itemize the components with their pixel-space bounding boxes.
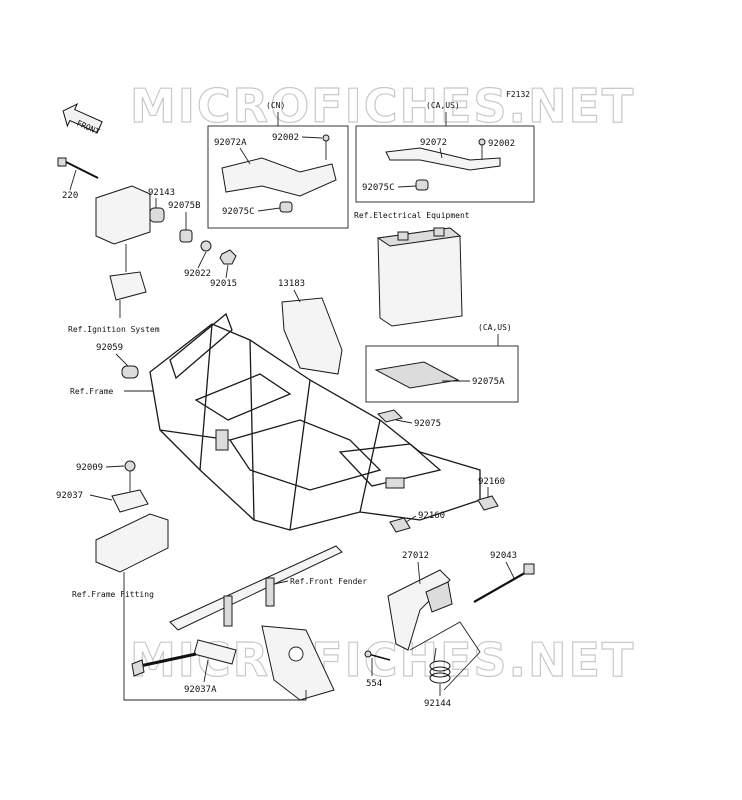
- pin-554-shape: [364, 650, 372, 658]
- damper-92075C-cn-shape: [279, 201, 293, 213]
- damper-92075-shape: [377, 409, 403, 423]
- ref-front-fender: Ref.Front Fender: [290, 577, 367, 586]
- label-92037A: 92037A: [184, 685, 217, 695]
- bracket-92072A-shape: [221, 157, 337, 197]
- variant-cn-label: (CN): [266, 101, 285, 110]
- label-92075A: 92075A: [472, 377, 505, 387]
- washer-92022-shape: [200, 240, 212, 252]
- pad-92075A-shape: [374, 361, 460, 389]
- label-92072A: 92072A: [214, 138, 247, 148]
- label-92002-us: 92002: [488, 139, 515, 149]
- cap-92059-shape: [121, 365, 139, 379]
- label-92002-cn: 92002: [272, 133, 299, 143]
- label-92072: 92072: [420, 138, 447, 148]
- bolt-92043-shape: [523, 563, 535, 575]
- damper-92075C-us-shape: [415, 179, 429, 191]
- label-92075C-us: 92075C: [362, 183, 395, 193]
- spring-92144-shape: [429, 647, 451, 684]
- bolt-92002-us-shape: [478, 138, 486, 146]
- ref-frame: Ref.Frame: [70, 387, 114, 396]
- ref-ignition-system: Ref.Ignition System: [68, 325, 160, 334]
- label-220: 220: [62, 191, 78, 201]
- damper-92143-shape: [149, 207, 165, 223]
- ref-frame-fitting: Ref.Frame Fitting: [72, 590, 154, 599]
- label-92043: 92043: [490, 551, 517, 561]
- frame-shape: [149, 312, 481, 531]
- bracket-92072-shape: [385, 147, 501, 171]
- label-92037: 92037: [56, 491, 83, 501]
- label-92009: 92009: [76, 463, 103, 473]
- diagram-code: F2132: [506, 90, 530, 99]
- watermark-top: MICROFICHES.NET: [130, 79, 635, 133]
- cn-bracket-box: [207, 125, 349, 229]
- label-92075: 92075: [414, 419, 441, 429]
- label-92143: 92143: [148, 188, 175, 198]
- bolt-92002-cn-shape: [322, 134, 330, 142]
- label-92015: 92015: [210, 279, 237, 289]
- frame-fitting-bracket-shape: [95, 513, 169, 573]
- label-92075B: 92075B: [168, 201, 201, 211]
- label-27012: 27012: [402, 551, 429, 561]
- bolt-long-shape: [131, 659, 145, 677]
- label-92160-right: 92160: [478, 477, 505, 487]
- ref-electrical-equipment: Ref.Electrical Equipment: [354, 211, 470, 220]
- variant-ca-us-battery-label: (CA,US): [478, 323, 512, 332]
- ignition-connector-shape: [109, 271, 147, 301]
- strap-92037A-shape: [193, 639, 237, 665]
- clamp-92037-shape: [111, 489, 149, 513]
- ca-us-bracket-box: [355, 125, 535, 203]
- label-92160-lower: 92160: [418, 511, 445, 521]
- plate-shape: [261, 625, 335, 701]
- guard-13183-shape: [281, 297, 343, 375]
- bolt-92009-shape: [124, 460, 136, 472]
- label-92022: 92022: [184, 269, 211, 279]
- nut-92015-shape: [219, 249, 237, 265]
- label-92144: 92144: [424, 699, 451, 709]
- front-frame-bar-shape: [169, 545, 343, 631]
- damper-92075B-shape: [179, 229, 193, 243]
- label-92059: 92059: [96, 343, 123, 353]
- label-13183: 13183: [278, 279, 305, 289]
- pad-92160-lower-shape: [389, 517, 411, 533]
- pad-92160-right-shape: [477, 495, 499, 511]
- label-92075C-cn: 92075C: [222, 207, 255, 217]
- watermark-bottom: MICROFICHES.NET: [130, 633, 635, 687]
- variant-ca-us-top-label: (CA,US): [426, 101, 460, 110]
- front-arrow-icon: [62, 103, 103, 134]
- cdi-unit-shape: [95, 185, 151, 245]
- label-554: 554: [366, 679, 382, 689]
- ca-us-battery-box: [365, 345, 519, 403]
